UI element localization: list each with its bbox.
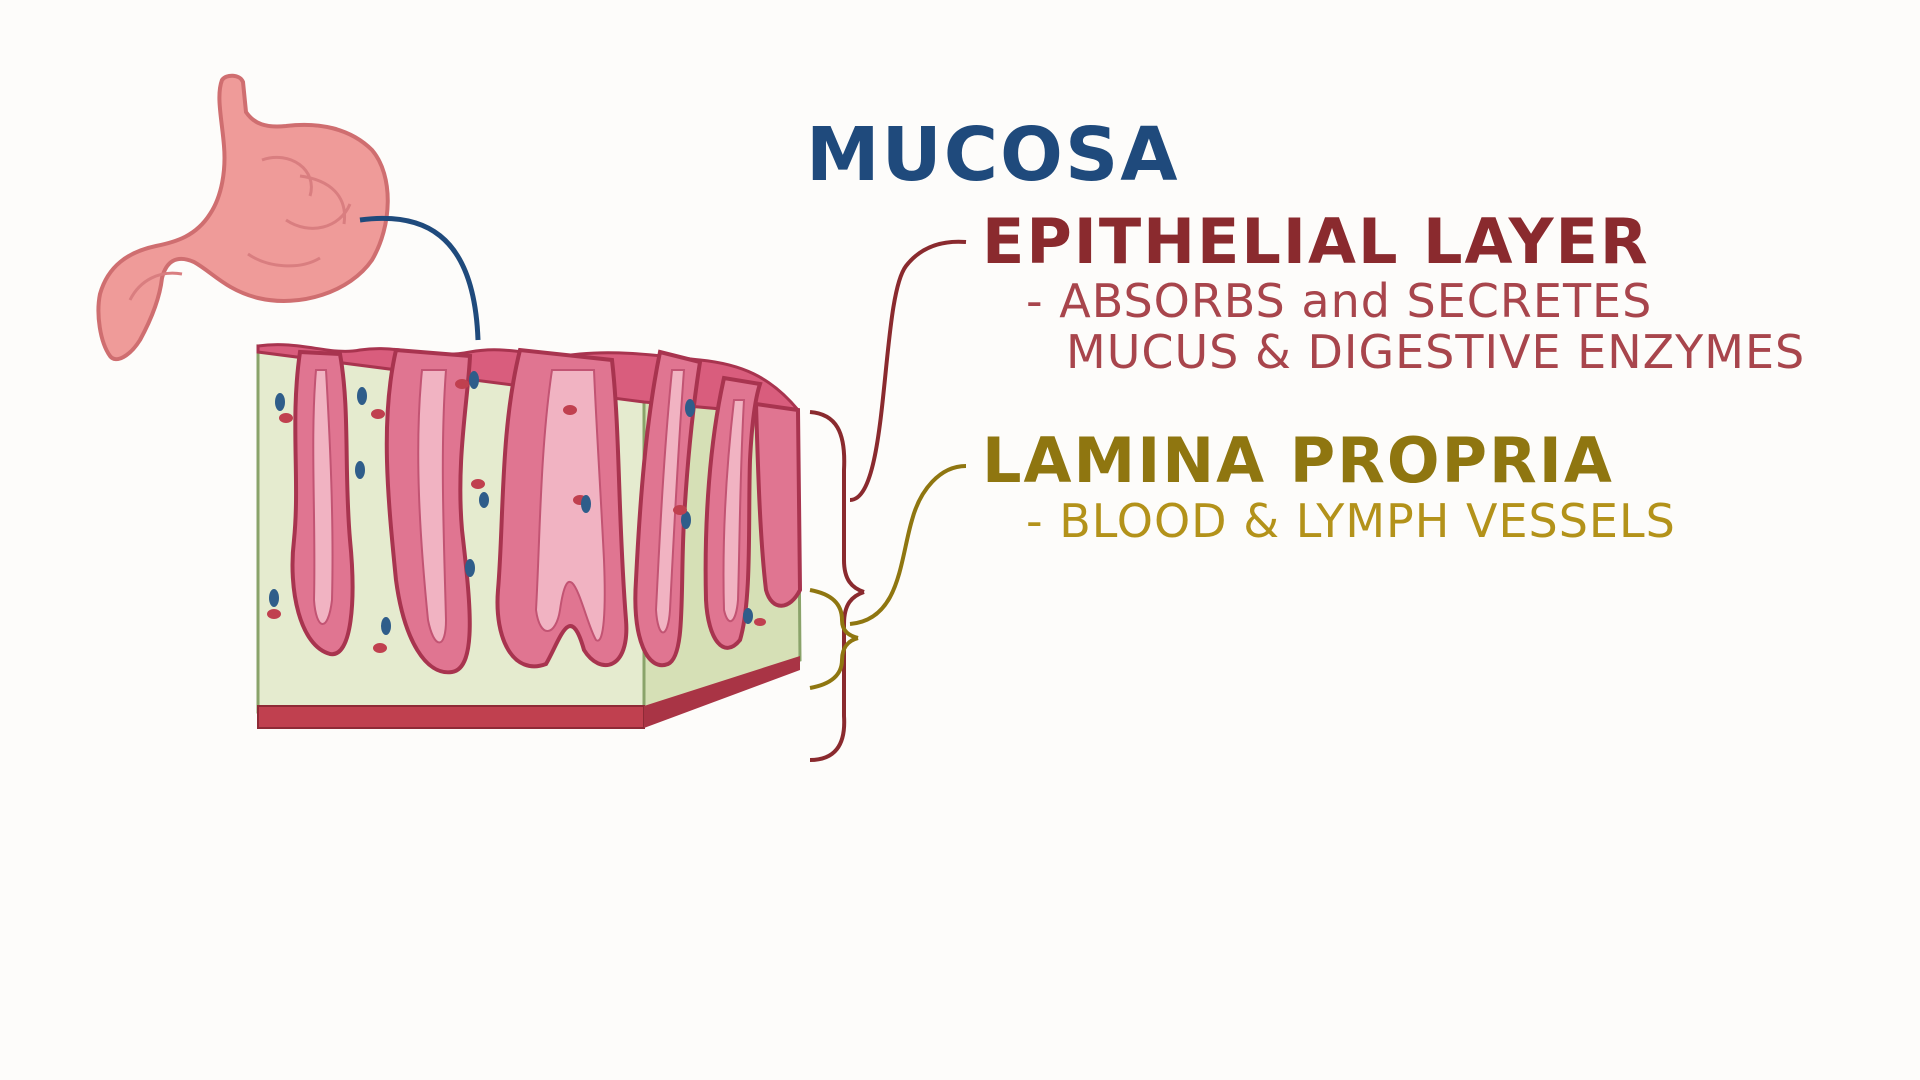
epithelial-connector-line — [849, 239, 967, 502]
epithelial-description-line1: - ABSORBS and SECRETES — [1026, 274, 1653, 328]
diagram-title: MUCOSA — [806, 112, 1180, 198]
stomach-icon — [96, 73, 390, 362]
lamina-heading: LAMINA PROPRIA — [982, 424, 1614, 497]
stomach-connector-line — [359, 215, 481, 341]
epithelial-heading: EPITHELIAL LAYER — [982, 205, 1650, 278]
lamina-connector-line — [849, 464, 967, 626]
lamina-description-line1: - BLOOD & LYMPH VESSELS — [1026, 494, 1676, 548]
mucosa-block-illustration — [256, 343, 803, 729]
lamina-bracket — [809, 588, 859, 690]
epithelial-description-line2: MUCUS & DIGESTIVE ENZYMES — [1066, 325, 1806, 379]
epithelial-bracket — [809, 410, 865, 762]
